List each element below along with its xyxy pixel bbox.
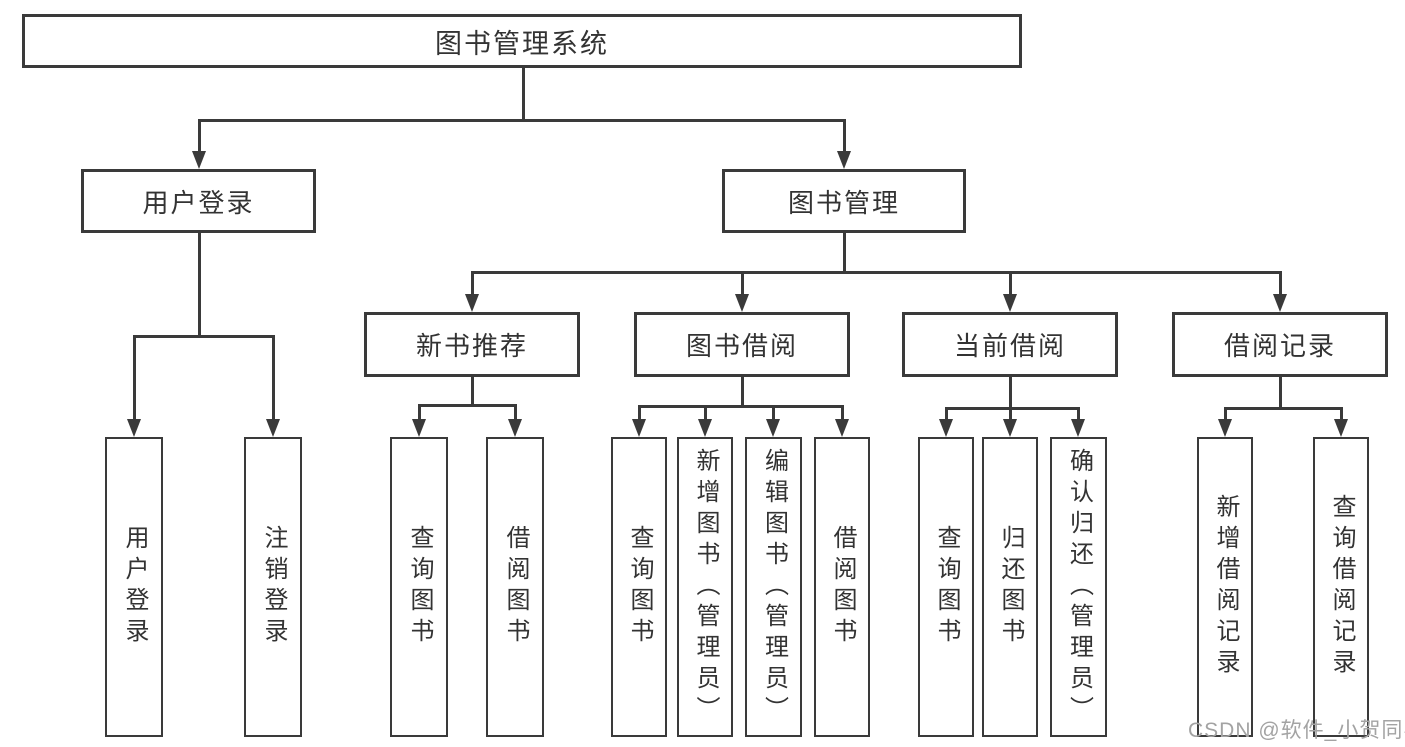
leaf-label: 用户登录	[121, 525, 148, 649]
connector-hline-book-mgmt	[471, 271, 1282, 274]
arrowhead-down-icon	[1003, 419, 1017, 437]
leaf-label: 查询图书	[406, 525, 433, 649]
connector-vline	[772, 406, 775, 419]
arrowhead-down-icon	[837, 151, 851, 169]
node-new-book-recommendation: 新书推荐	[364, 312, 580, 377]
connector-hline-user-login	[133, 335, 275, 338]
leaf-records-add-record: 新增借阅记录	[1197, 437, 1253, 737]
leaf-label: 查询图书	[933, 525, 960, 649]
leaf-label: 查询图书	[626, 525, 653, 649]
leaf-label: 归还图书	[997, 525, 1024, 649]
connector-vline	[1224, 408, 1227, 419]
arrowhead-down-icon	[266, 419, 280, 437]
connector-hline-new-book	[418, 404, 517, 407]
leaf-current-confirm-return-admin: 确认归还（管理员）	[1050, 437, 1107, 737]
leaf-newbook-search-book: 查询图书	[390, 437, 448, 737]
arrowhead-down-icon	[192, 151, 206, 169]
connector-vline	[843, 120, 846, 151]
leaf-label: 注销登录	[260, 525, 287, 649]
connector-vline	[741, 272, 744, 294]
leaf-user-login: 用户登录	[105, 437, 163, 737]
connector-hline-borrow-records	[1224, 407, 1343, 410]
connector-vline	[1077, 408, 1080, 419]
connector-vline	[1009, 272, 1012, 294]
leaf-borrow-add-book-admin: 新增图书（管理员）	[677, 437, 733, 737]
arrowhead-down-icon	[1334, 419, 1348, 437]
arrowhead-down-icon	[412, 419, 426, 437]
connector-hline-current-borrow	[945, 407, 1080, 410]
connector-vline	[945, 408, 948, 419]
arrowhead-down-icon	[766, 419, 780, 437]
leaf-records-search-record: 查询借阅记录	[1313, 437, 1369, 737]
leaf-borrow-edit-book-admin: 编辑图书（管理员）	[745, 437, 802, 737]
connector-vline-book-mgmt	[843, 232, 846, 272]
connector-vline-root	[522, 68, 525, 120]
node-book-borrowing: 图书借阅	[634, 312, 850, 377]
connector-vline	[638, 406, 641, 419]
connector-vline-user-login	[198, 232, 201, 336]
connector-vline	[471, 272, 474, 294]
leaf-label: 新增借阅记录	[1212, 494, 1239, 680]
arrowhead-down-icon	[465, 294, 479, 312]
node-borrowing-records: 借阅记录	[1172, 312, 1388, 377]
arrowhead-down-icon	[698, 419, 712, 437]
leaf-label: 借阅图书	[829, 525, 856, 649]
arrowhead-down-icon	[939, 419, 953, 437]
connector-vline	[704, 406, 707, 419]
connector-vline	[841, 406, 844, 419]
leaf-label: 确认归还（管理员）	[1065, 447, 1093, 727]
leaf-current-search-book: 查询图书	[918, 437, 974, 737]
leaf-borrow-borrow-book: 借阅图书	[814, 437, 870, 737]
arrowhead-down-icon	[1071, 419, 1085, 437]
connector-hline-root	[198, 119, 846, 122]
arrowhead-down-icon	[735, 294, 749, 312]
connector-hline-book-borrow	[638, 405, 844, 408]
connector-vline-book-borrow	[741, 377, 744, 406]
connector-vline	[272, 336, 275, 419]
node-book-management: 图书管理	[722, 169, 966, 233]
arrowhead-down-icon	[127, 419, 141, 437]
arrowhead-down-icon	[1003, 294, 1017, 312]
connector-vline	[1009, 408, 1012, 419]
leaf-logout: 注销登录	[244, 437, 302, 737]
connector-vline-borrow-records	[1279, 377, 1282, 408]
arrowhead-down-icon	[1218, 419, 1232, 437]
connector-vline	[514, 405, 517, 419]
connector-vline-current-borrow	[1009, 377, 1012, 408]
leaf-label: 借阅图书	[502, 525, 529, 649]
leaf-label: 新增图书（管理员）	[692, 447, 719, 727]
connector-vline	[198, 120, 201, 151]
csdn-watermark: CSDN @软件_小贺同学	[1188, 719, 1405, 742]
connector-vline	[1279, 272, 1282, 294]
connector-vline	[418, 405, 421, 419]
arrowhead-down-icon	[632, 419, 646, 437]
leaf-label: 编辑图书（管理员）	[760, 447, 788, 727]
connector-vline-new-book	[471, 377, 474, 405]
arrowhead-down-icon	[508, 419, 522, 437]
arrowhead-down-icon	[1273, 294, 1287, 312]
node-library-management-system: 图书管理系统	[22, 14, 1022, 68]
leaf-label: 查询借阅记录	[1328, 494, 1355, 680]
leaf-borrow-search-book: 查询图书	[611, 437, 667, 737]
arrowhead-down-icon	[835, 419, 849, 437]
leaf-newbook-borrow-book: 借阅图书	[486, 437, 544, 737]
node-user-login: 用户登录	[81, 169, 316, 233]
node-current-borrowing: 当前借阅	[902, 312, 1118, 377]
connector-vline	[1340, 408, 1343, 419]
leaf-current-return-book: 归还图书	[982, 437, 1038, 737]
connector-vline	[133, 336, 136, 419]
